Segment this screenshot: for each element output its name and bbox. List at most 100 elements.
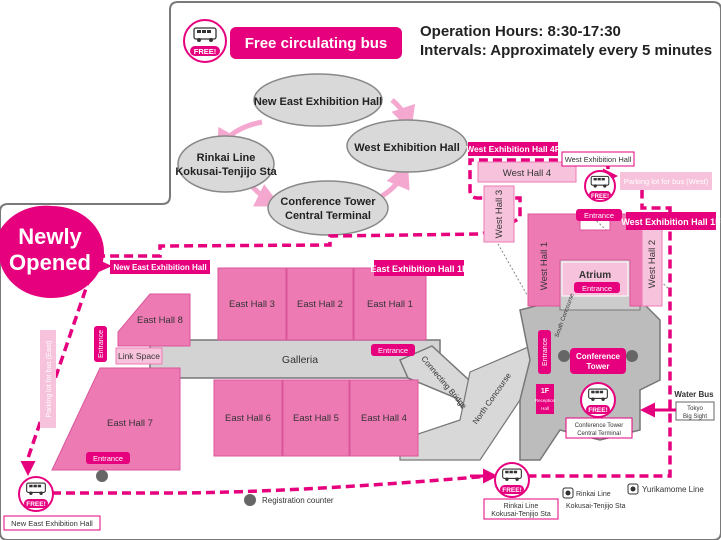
new-east-label: New East Exhibition Hall — [113, 263, 206, 272]
route-stop-rinkai-label-1: Rinkai Line — [197, 152, 256, 164]
new-east-free-badge: FREE! — [26, 501, 46, 508]
west-entrance-lower — [574, 282, 620, 293]
conference-terminal-box — [565, 417, 633, 439]
route-stop-conference-label-2: Central Terminal — [285, 210, 371, 222]
west-1f-label: West Exhibition Hall 1F — [621, 217, 721, 227]
conference-tower — [570, 348, 626, 374]
conference-tower-label-2: Tower — [587, 362, 610, 371]
tokyo-label-2: Big Sight — [683, 414, 707, 420]
east-hall-5 — [282, 379, 350, 457]
east-hall-6-label: East Hall 6 — [225, 413, 271, 424]
conference-tower-label-1: Conference — [576, 352, 621, 361]
rinkai-stop-label-1: Rinkai Line — [504, 503, 539, 510]
west-free-badge: FREE! — [591, 194, 609, 200]
route-stop-conference — [267, 180, 389, 236]
east-1f-label: East Exhibition Hall 1F — [370, 264, 468, 274]
east-entrance-7-label: Entrance — [93, 454, 123, 463]
newly-opened-line2: Opened — [9, 250, 91, 275]
bus-route-bottom — [52, 183, 672, 495]
west-4f-label-box — [468, 142, 558, 156]
parking-west — [620, 172, 712, 190]
conference-free-badge: FREE! — [588, 407, 608, 414]
reception-label-3: Hall — [541, 406, 549, 411]
east-hall-8-label: East Hall 8 — [137, 315, 183, 326]
conference-entrance — [538, 330, 551, 374]
newly-opened-badge: Newly Opened — [0, 205, 112, 299]
rinkai-stop-box — [483, 498, 559, 520]
reception-hall — [536, 384, 554, 414]
galleria-entrance-label: Entrance — [378, 346, 408, 355]
west-hall-label: West Exhibition Hall — [565, 155, 632, 164]
route-stop-west — [346, 119, 468, 173]
west-1f-label-box — [626, 212, 716, 230]
route-stop-new-east-label: New East Exhibition Hall — [254, 96, 382, 108]
west-entrance-lower-label: Entrance — [582, 284, 612, 293]
east-hall-7 — [51, 367, 181, 471]
route-stop-rinkai-label-2: Kokusai-Tenjijo Sta — [175, 166, 277, 178]
galleria-label: Galleria — [282, 354, 318, 366]
east-hall-8 — [117, 293, 191, 347]
bus-title-banner — [230, 27, 402, 59]
east-hall-3 — [217, 267, 287, 341]
east-entrance-vertical-label: Entrance — [98, 330, 105, 358]
route-stop-conference-label-1: Conference Tower — [280, 196, 376, 208]
rinkai-stop-label-2: Kokusai-Tenjijo Sta — [491, 511, 551, 518]
east-hall-4 — [349, 379, 419, 457]
east-hall-7-label: East Hall 7 — [107, 418, 153, 429]
rinkai-station-label-1: Rinkai Line — [576, 491, 611, 498]
east-hall-1-label: East Hall 1 — [367, 299, 413, 310]
operation-hours: Operation Hours: 8:30-17:30 — [420, 23, 621, 40]
atrium-label: Atrium — [579, 270, 611, 281]
reception-label-2: Reception — [535, 398, 556, 403]
west-hall-2-label: West Hall 2 — [647, 240, 658, 288]
parking-west-label: Parking lot for bus (West) — [624, 177, 709, 186]
conference-terminal-label-2: Central Terminal — [577, 431, 621, 437]
east-entrance-vertical — [94, 326, 107, 362]
route-stop-west-label: West Exhibition Hall — [354, 142, 460, 154]
new-east-bottom-box — [3, 515, 101, 531]
west-hall-1-label: West Hall 1 — [539, 242, 550, 290]
yurikamome-icon — [627, 483, 639, 495]
rinkai-station-icon — [562, 487, 574, 499]
registration-dot-east7 — [96, 470, 108, 482]
west-hall-label-box — [561, 151, 635, 167]
east-hall-2 — [286, 267, 354, 341]
bus-legend-icon: FREE! — [183, 19, 227, 63]
new-east-bus-stop-icon: FREE! — [18, 476, 54, 512]
galleria-entrance — [371, 344, 415, 356]
newly-opened-line1: Newly — [18, 224, 82, 249]
link-space-label: Link Space — [118, 351, 160, 361]
east-hall-3-label: East Hall 3 — [229, 299, 275, 310]
east-entrance-7 — [86, 452, 130, 464]
conference-entrance-label: Entrance — [542, 338, 549, 366]
west-bus-stop-icon: FREE! — [584, 170, 616, 202]
east-hall-2-label: East Hall 2 — [297, 299, 343, 310]
parking-east-label: Parking lot for bus (East) — [46, 340, 53, 417]
route-stop-new-east — [253, 73, 383, 127]
west-hall-3-label: West Hall 3 — [494, 190, 505, 238]
parking-east — [40, 330, 56, 428]
bus-title: Free circulating bus — [245, 35, 388, 52]
registration-dot-conference-left — [558, 350, 570, 362]
route-stop-rinkai — [177, 135, 275, 193]
yurikamome-label: Yurikamome Line — [642, 485, 704, 494]
east-hall-6 — [213, 379, 283, 457]
link-space — [115, 347, 163, 365]
registration-legend-label: Registration counter — [262, 496, 334, 505]
reception-label-1: 1F — [541, 388, 550, 395]
east-hall-4-label: East Hall 4 — [361, 413, 407, 424]
tokyo-label-1: Tokyo — [687, 406, 703, 412]
west-entrance-upper — [576, 209, 622, 221]
west-4f-label: West Exhibition Hall 4F — [466, 144, 560, 154]
free-badge-text: FREE! — [194, 47, 217, 56]
rinkai-bus-stop-icon: FREE! — [494, 462, 530, 498]
west-hall-3 — [483, 185, 515, 243]
west-entrance-upper-label: Entrance — [584, 211, 614, 220]
rinkai-free-badge: FREE! — [502, 487, 522, 494]
new-east-label-box — [110, 260, 210, 274]
west-hall-4 — [477, 161, 577, 183]
route-cycle: New East Exhibition Hall West Exhibition… — [175, 73, 468, 236]
rinkai-station-label-2: Kokusai-Tenjijo Sta — [566, 503, 626, 510]
registration-dot-conference-right — [626, 350, 638, 362]
